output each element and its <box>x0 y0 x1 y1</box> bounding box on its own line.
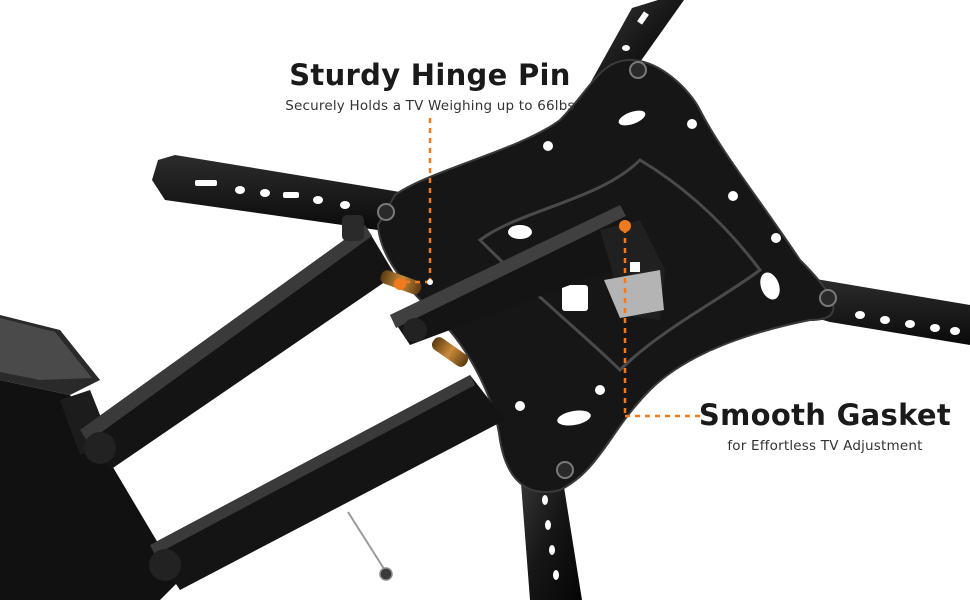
hinge-callout-subtitle: Securely Holds a TV Weighing up to 66lbs <box>285 98 575 114</box>
lower-arm <box>149 375 505 590</box>
upper-arm <box>80 215 395 470</box>
wall-plate <box>0 315 180 600</box>
plate-bolts <box>377 61 837 479</box>
gasket-leader-line <box>619 220 705 418</box>
hinge-marker-dot <box>394 278 406 290</box>
bracket-rail-left <box>152 155 400 232</box>
gasket-marker-dot <box>619 220 631 232</box>
hinge-callout-title: Sturdy Hinge Pin <box>289 58 571 92</box>
hinge-leader-line <box>394 118 433 290</box>
bracket-rail-bottom <box>520 462 582 600</box>
gasket-callout-title: Smooth Gasket <box>698 398 952 432</box>
safety-screw <box>347 511 393 581</box>
middle-arm <box>390 205 650 345</box>
mounting-plate <box>376 58 837 493</box>
gasket-callout-subtitle: for Effortless TV Adjustment <box>727 438 923 454</box>
tilt-bracket <box>600 220 665 320</box>
hinge-callout: Sturdy Hinge Pin Securely Holds a TV Wei… <box>260 58 600 114</box>
gasket-callout: Smooth Gasket for Effortless TV Adjustme… <box>690 398 960 454</box>
